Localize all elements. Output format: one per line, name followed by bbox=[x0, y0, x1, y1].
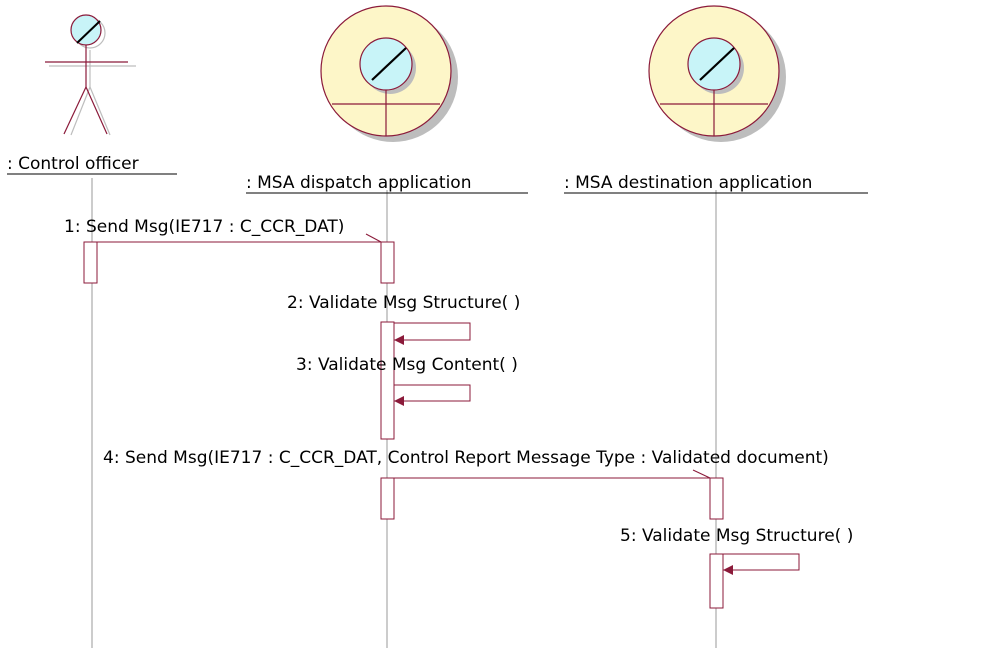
message-2-arrow bbox=[394, 322, 471, 345]
message-3-arrow bbox=[394, 384, 471, 406]
message-3-label: 3: Validate Msg Content( ) bbox=[296, 355, 518, 375]
activation-dispatch-1 bbox=[380, 241, 395, 284]
activation-control-officer bbox=[83, 241, 98, 284]
message-1-label: 1: Send Msg(IE717 : C_CCR_DAT) bbox=[64, 217, 344, 237]
activation-dispatch-3 bbox=[380, 477, 395, 520]
message-1-label-leader bbox=[365, 233, 382, 243]
message-4-label-leader bbox=[692, 469, 711, 479]
control-object-icon-destination bbox=[648, 5, 786, 142]
activation-dispatch-2 bbox=[380, 321, 395, 440]
message-4-label: 4: Send Msg(IE717 : C_CCR_DAT, Control R… bbox=[103, 448, 829, 468]
message-5-arrow bbox=[723, 553, 800, 575]
message-2-label: 2: Validate Msg Structure( ) bbox=[287, 293, 520, 313]
participant-label-msa-dispatch: : MSA dispatch application bbox=[246, 173, 471, 193]
participant-label-msa-destination: : MSA destination application bbox=[564, 173, 812, 193]
activation-destination-1 bbox=[709, 477, 724, 520]
activation-destination-2 bbox=[709, 553, 724, 609]
actor-stick-figure-icon bbox=[45, 14, 136, 136]
participant-label-control-officer: : Control officer bbox=[7, 154, 139, 174]
control-object-icon-dispatch bbox=[320, 5, 458, 142]
message-5-label: 5: Validate Msg Structure( ) bbox=[620, 526, 853, 546]
